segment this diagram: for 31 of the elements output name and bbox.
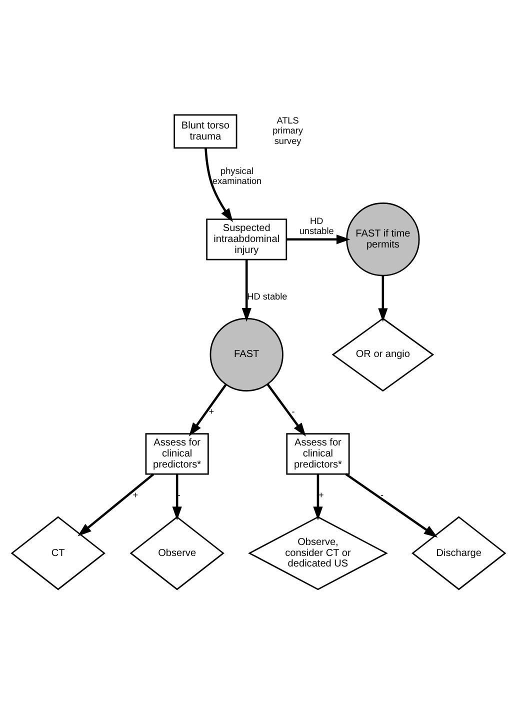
edge-label: HD unstable	[299, 216, 334, 236]
node-box: Blunt torso trauma	[174, 114, 238, 149]
arrow	[266, 384, 306, 437]
node-diamond: CT	[10, 516, 106, 590]
arrow	[188, 384, 227, 436]
node-circle: FAST	[210, 318, 284, 392]
edge-label: +	[132, 490, 138, 500]
node-box: Suspected intraabdominal injury	[206, 218, 288, 260]
node-diamond: Observe, consider CT or dedicated US	[248, 516, 388, 590]
arrow	[242, 260, 252, 322]
arrow	[78, 473, 154, 536]
arrow	[345, 473, 438, 538]
edge-label: -	[292, 406, 295, 417]
arrow	[378, 276, 388, 322]
label: ATLS primary survey	[272, 116, 303, 146]
edge-label: +	[318, 490, 324, 500]
edge-label: -	[177, 490, 180, 500]
arrow	[286, 234, 350, 244]
arrow	[204, 148, 233, 222]
edge-label: HD stable	[247, 291, 288, 302]
arrow	[172, 474, 182, 520]
edge-label: +	[208, 406, 214, 417]
node-diamond: Observe	[130, 516, 224, 590]
edge-label: physical examination	[212, 166, 262, 186]
node-diamond: OR or angio	[332, 318, 434, 392]
node-circle: FAST if time permits	[346, 202, 420, 276]
node-box: Assess for clinical predictors*	[145, 433, 209, 475]
node-diamond: Discharge	[412, 516, 506, 590]
arrow	[313, 474, 323, 520]
node-box: Assess for clinical predictors*	[286, 433, 350, 475]
edge-label: -	[380, 490, 384, 500]
